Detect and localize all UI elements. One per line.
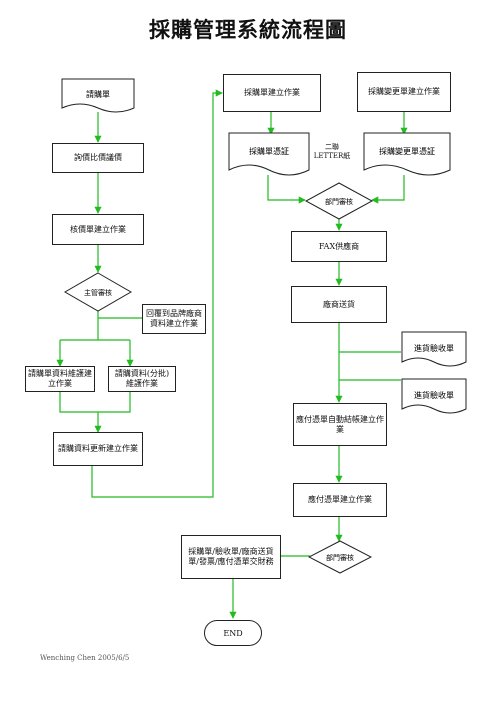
handover-box: 採購單/驗收單/廠商送貨單/發票/應付憑單交財務 bbox=[181, 535, 281, 579]
end-terminator: END bbox=[204, 620, 262, 646]
receiving-slip-1-doc: 進貨驗收單 bbox=[401, 331, 467, 367]
po-voucher-label: 採購單憑証 bbox=[249, 146, 289, 156]
receiving-slip-2-doc: 進貨驗收單 bbox=[401, 378, 467, 414]
request-data-maintain-box: 請購單資料維護建立作業 bbox=[25, 366, 95, 392]
purchase-request-doc: 請購單 bbox=[61, 78, 135, 113]
purchase-request-label: 請購單 bbox=[86, 89, 110, 99]
fax-vendor-box: FAX供應商 bbox=[291, 231, 387, 262]
dept-review-2-label: 部門審核 bbox=[326, 553, 354, 562]
po-change-voucher-doc: 採購變更單憑証 bbox=[363, 132, 451, 176]
author-footer: Wenching Chen 2005/6/5 bbox=[40, 654, 130, 662]
supervisor-review-diamond: 主管審核 bbox=[64, 272, 132, 312]
page-title: 採購管理系統流程圖 bbox=[149, 17, 347, 42]
receiving-slip-2-label: 進貨驗收單 bbox=[414, 390, 454, 400]
ap-voucher-create-box: 應付憑單建立作業 bbox=[293, 483, 387, 517]
po-change-create-box: 採購變更單建立作業 bbox=[357, 72, 451, 112]
receiving-slip-1-label: 進貨驗收單 bbox=[414, 343, 454, 353]
po-voucher-doc: 採購單憑証 bbox=[228, 132, 310, 176]
ap-auto-settle-box: 應付憑單自動結帳建立作業 bbox=[293, 403, 387, 446]
print-note: 二聯 LETTER紙 bbox=[313, 143, 351, 160]
po-change-voucher-label: 採購變更單憑証 bbox=[379, 146, 435, 156]
price-inquiry-box: 詢價比價議價 bbox=[52, 143, 144, 173]
request-update-box: 請購資料更新建立作業 bbox=[53, 432, 143, 466]
price-list-create-box: 核價單建立作業 bbox=[52, 214, 144, 245]
dept-review-label: 部門審核 bbox=[325, 197, 353, 206]
dept-review-2-diamond: 部門審核 bbox=[308, 540, 372, 574]
supervisor-review-label: 主管審核 bbox=[84, 288, 112, 297]
dept-review-diamond: 部門審核 bbox=[305, 182, 373, 220]
po-create-box: 採購單建立作業 bbox=[223, 74, 321, 112]
vendor-delivery-box: 廠商送貨 bbox=[291, 286, 387, 323]
request-data-split-box: 請購資料(分批)維護作業 bbox=[108, 366, 176, 392]
vendor-reply-box: 回覆到品牌廠商資料建立作業 bbox=[142, 304, 206, 334]
